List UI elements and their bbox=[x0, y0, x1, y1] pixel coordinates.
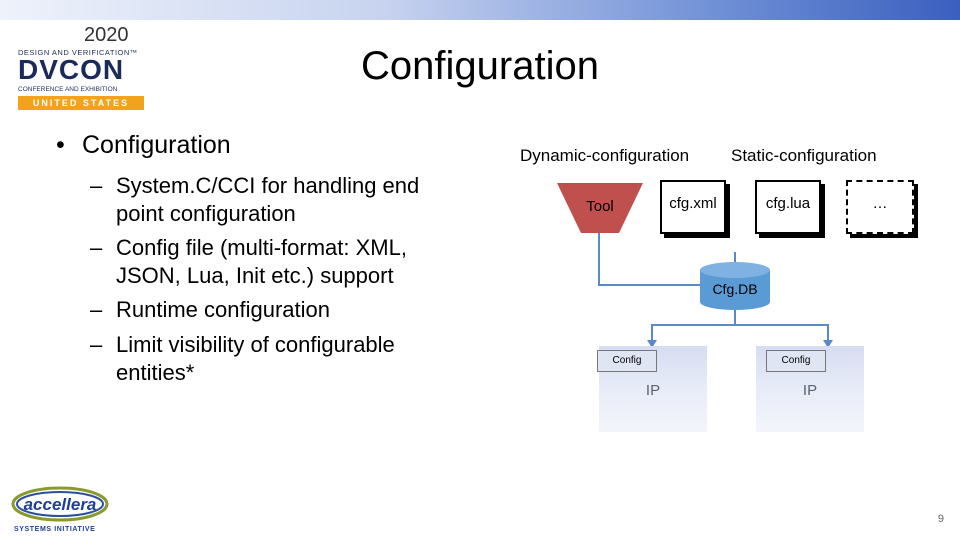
sub-bullet-4-line-1: Limit visibility of configurable bbox=[116, 332, 395, 357]
more-files: … bbox=[846, 180, 914, 234]
logo-brand: DVCON bbox=[18, 54, 125, 85]
connector-arrow bbox=[647, 340, 657, 348]
sub-bullet-dash: – bbox=[90, 332, 103, 357]
tool-label: Tool bbox=[586, 198, 614, 215]
ip-2-label: IP bbox=[802, 382, 818, 399]
cylinder-shape bbox=[700, 262, 770, 310]
sub-bullet-2-line-1: Config file (multi-format: XML, bbox=[116, 235, 407, 260]
sub-bullet-dash: – bbox=[90, 173, 103, 198]
bullet-dot: • bbox=[56, 131, 65, 159]
tool-block: Tool bbox=[557, 183, 643, 233]
slide-title: Configuration bbox=[361, 44, 599, 88]
cfg-db-label: Cfg.DB bbox=[712, 281, 758, 297]
tool-trapezoid-shape bbox=[557, 183, 643, 233]
ip-1-label: IP bbox=[645, 382, 661, 399]
top-gradient-bar bbox=[0, 0, 960, 20]
cfg-lua-label: cfg.lua bbox=[765, 195, 811, 212]
ip-1-config-tab: Config bbox=[597, 350, 657, 372]
accellera-logo: accellera SYSTEMS INITIATIVE bbox=[8, 485, 128, 535]
static-config-label: Static-configuration bbox=[731, 146, 877, 165]
ip-2-config-tab: Config bbox=[766, 350, 826, 372]
svg-text:SYSTEMS INITIATIVE: SYSTEMS INITIATIVE bbox=[14, 526, 95, 533]
sub-bullet-4-line-2: entities* bbox=[116, 360, 195, 385]
dvcon-logo: 2020 DESIGN AND VERIFICATION™ DVCON CONF… bbox=[14, 24, 154, 110]
page-number: 9 bbox=[937, 513, 944, 525]
cfg-db-cylinder: Cfg.DB bbox=[700, 262, 770, 310]
logo-subline: CONFERENCE AND EXHIBITION bbox=[18, 86, 118, 93]
sub-bullet-3-line-1: Runtime configuration bbox=[116, 297, 331, 322]
logo-year: 2020 bbox=[84, 24, 129, 46]
cfg-xml-label: cfg.xml bbox=[669, 195, 717, 212]
cfg-lua-file: cfg.lua bbox=[755, 180, 821, 234]
sub-bullet-2-line-2: JSON, Lua, Init etc.) support bbox=[116, 263, 394, 288]
connector-db-ips bbox=[651, 324, 829, 346]
accellera-logo-graphic: accellera SYSTEMS INITIATIVE bbox=[11, 486, 109, 533]
sub-bullet-1-line-1: System.C/CCI for handling end bbox=[116, 173, 420, 198]
bullet-main-text: Configuration bbox=[82, 131, 231, 159]
ip-block-2: Config IP bbox=[756, 346, 864, 432]
ip-block-1: Config IP bbox=[597, 346, 707, 432]
connector-tool-db bbox=[598, 233, 700, 286]
logo-tagline: DESIGN AND VERIFICATION™ bbox=[18, 48, 138, 57]
connector-arrow bbox=[823, 340, 833, 348]
sub-bullet-dash: – bbox=[90, 235, 103, 260]
more-files-label: … bbox=[872, 195, 888, 212]
dynamic-config-label: Dynamic-configuration bbox=[520, 146, 690, 165]
cfg-xml-file: cfg.xml bbox=[660, 180, 726, 234]
logo-region: UNITED STATES bbox=[18, 96, 144, 110]
svg-text:accellera: accellera bbox=[24, 495, 97, 514]
sub-bullet-1-line-2: point configuration bbox=[116, 201, 296, 226]
sub-bullet-dash: – bbox=[90, 297, 103, 322]
